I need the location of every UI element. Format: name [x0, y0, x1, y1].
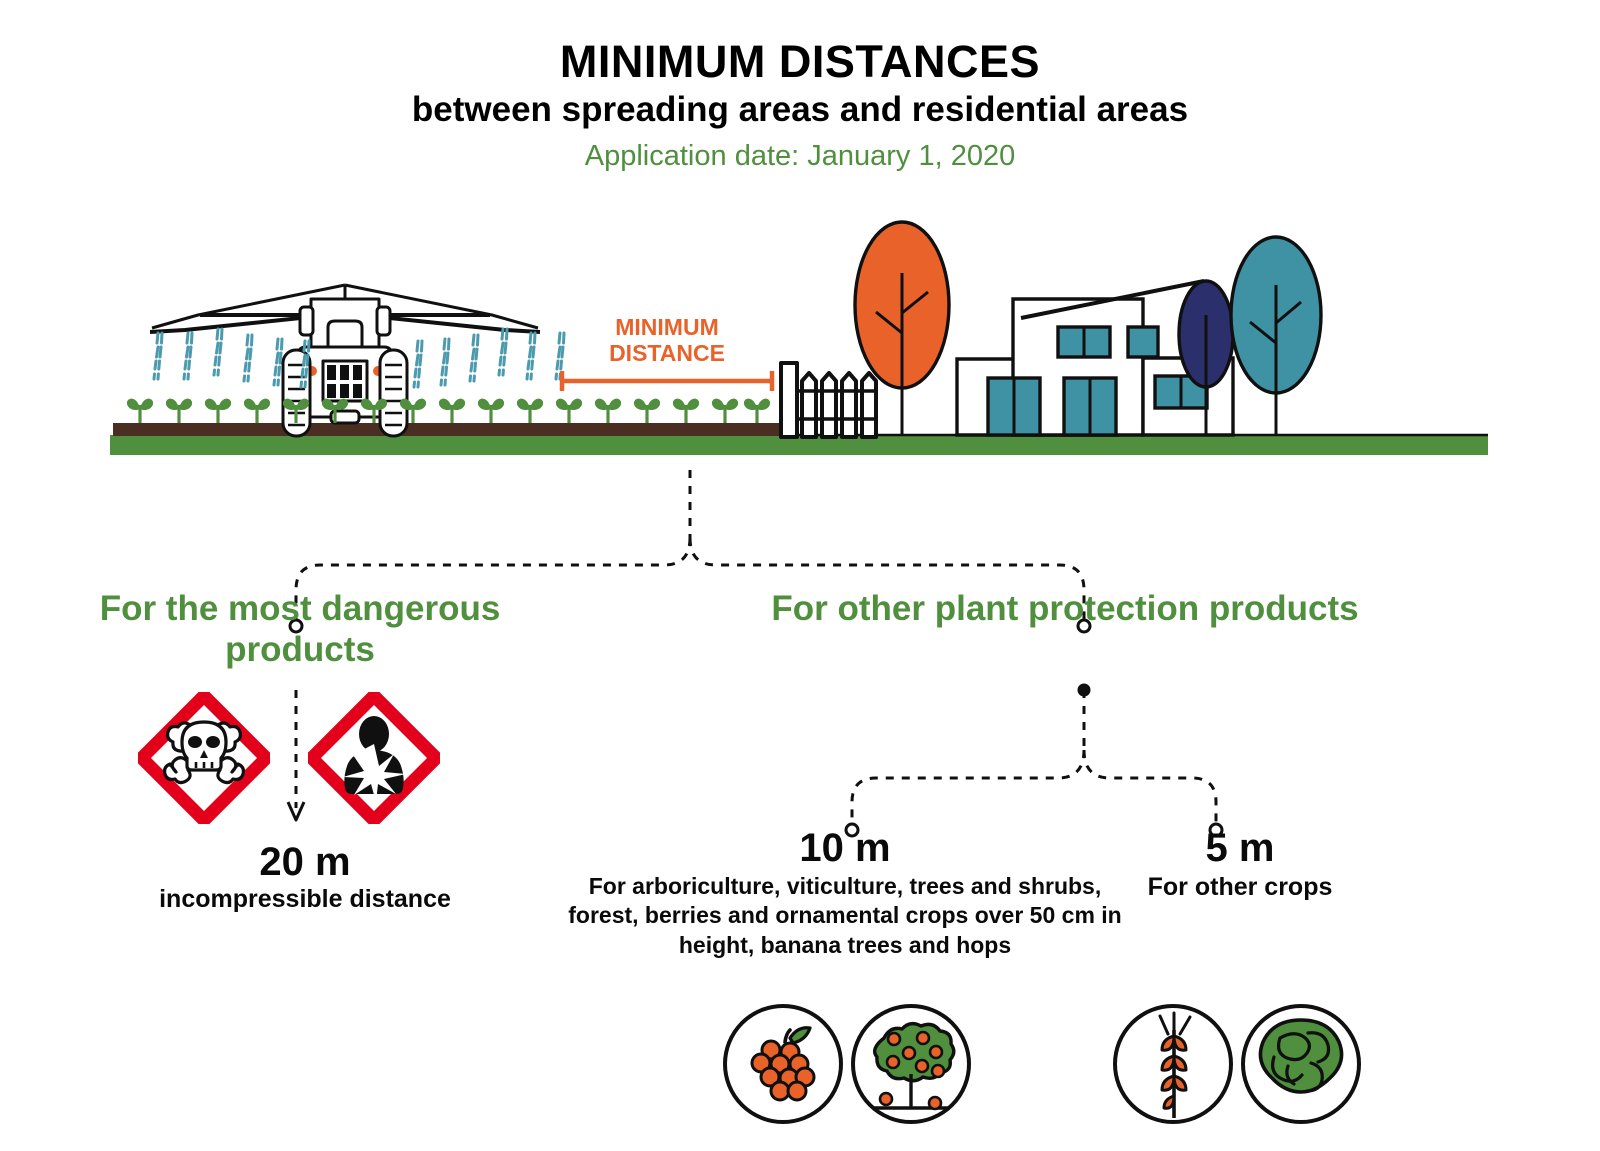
scene-illustration: MINIMUM DISTANCE: [0, 195, 1600, 465]
connector-right-node: [1077, 683, 1091, 697]
crop-icons-10m: [722, 1000, 972, 1135]
soil-band: [113, 423, 781, 436]
value-10m: 10 m: [799, 826, 891, 870]
orange-tree-icon: [853, 220, 951, 435]
ghs-skull-crossbones-icon: [132, 686, 276, 830]
navy-tree-icon: [1177, 279, 1235, 435]
description-20m: incompressible distance: [159, 885, 451, 913]
title-block: MINIMUM DISTANCES between spreading area…: [0, 36, 1600, 174]
minimum-distance-label-line1: MINIMUM: [615, 314, 718, 340]
fruit-tree-icon: [851, 1004, 971, 1124]
description-5m: For other crops: [1147, 873, 1333, 901]
residential-house-icon: [955, 279, 1235, 437]
minimum-distance-label-line2: DISTANCE: [609, 340, 725, 366]
minimum-distance-arrow-icon: [559, 371, 775, 391]
grapes-icon: [723, 1004, 843, 1124]
application-date: Application date: January 1, 2020: [584, 139, 1016, 172]
connector-left-arrowhead: [286, 801, 306, 822]
ghs-health-hazard-icon: [302, 686, 446, 830]
grass-strip: [110, 435, 1488, 455]
picket-fence-icon: [779, 361, 878, 439]
section-heading-other-products: For other plant protection products: [771, 589, 1359, 628]
wheat-ear-icon: [1113, 1004, 1233, 1124]
teal-tree-icon: [1229, 235, 1323, 435]
page-subtitle: between spreading areas and residential …: [411, 89, 1189, 129]
skull-glyph: [162, 720, 246, 785]
connector-branch-5m: [1082, 749, 1218, 824]
connector-branch-10m: [850, 749, 1086, 824]
crop-icons-5m: [1112, 1000, 1362, 1135]
section-heading-dangerous-products: For the most dangerous products: [99, 589, 501, 670]
value-5m: 5 m: [1205, 826, 1275, 870]
page-title: MINIMUM DISTANCES: [559, 36, 1041, 87]
crop-row-icon: [125, 397, 772, 425]
starburst-glyph: [343, 744, 406, 802]
value-20m: 20 m: [259, 840, 351, 884]
tractor-sprayer-icon: [149, 283, 541, 438]
description-10m: For arboriculture, viticulture, trees an…: [568, 873, 1122, 958]
cabbage-icon: [1241, 1004, 1361, 1124]
